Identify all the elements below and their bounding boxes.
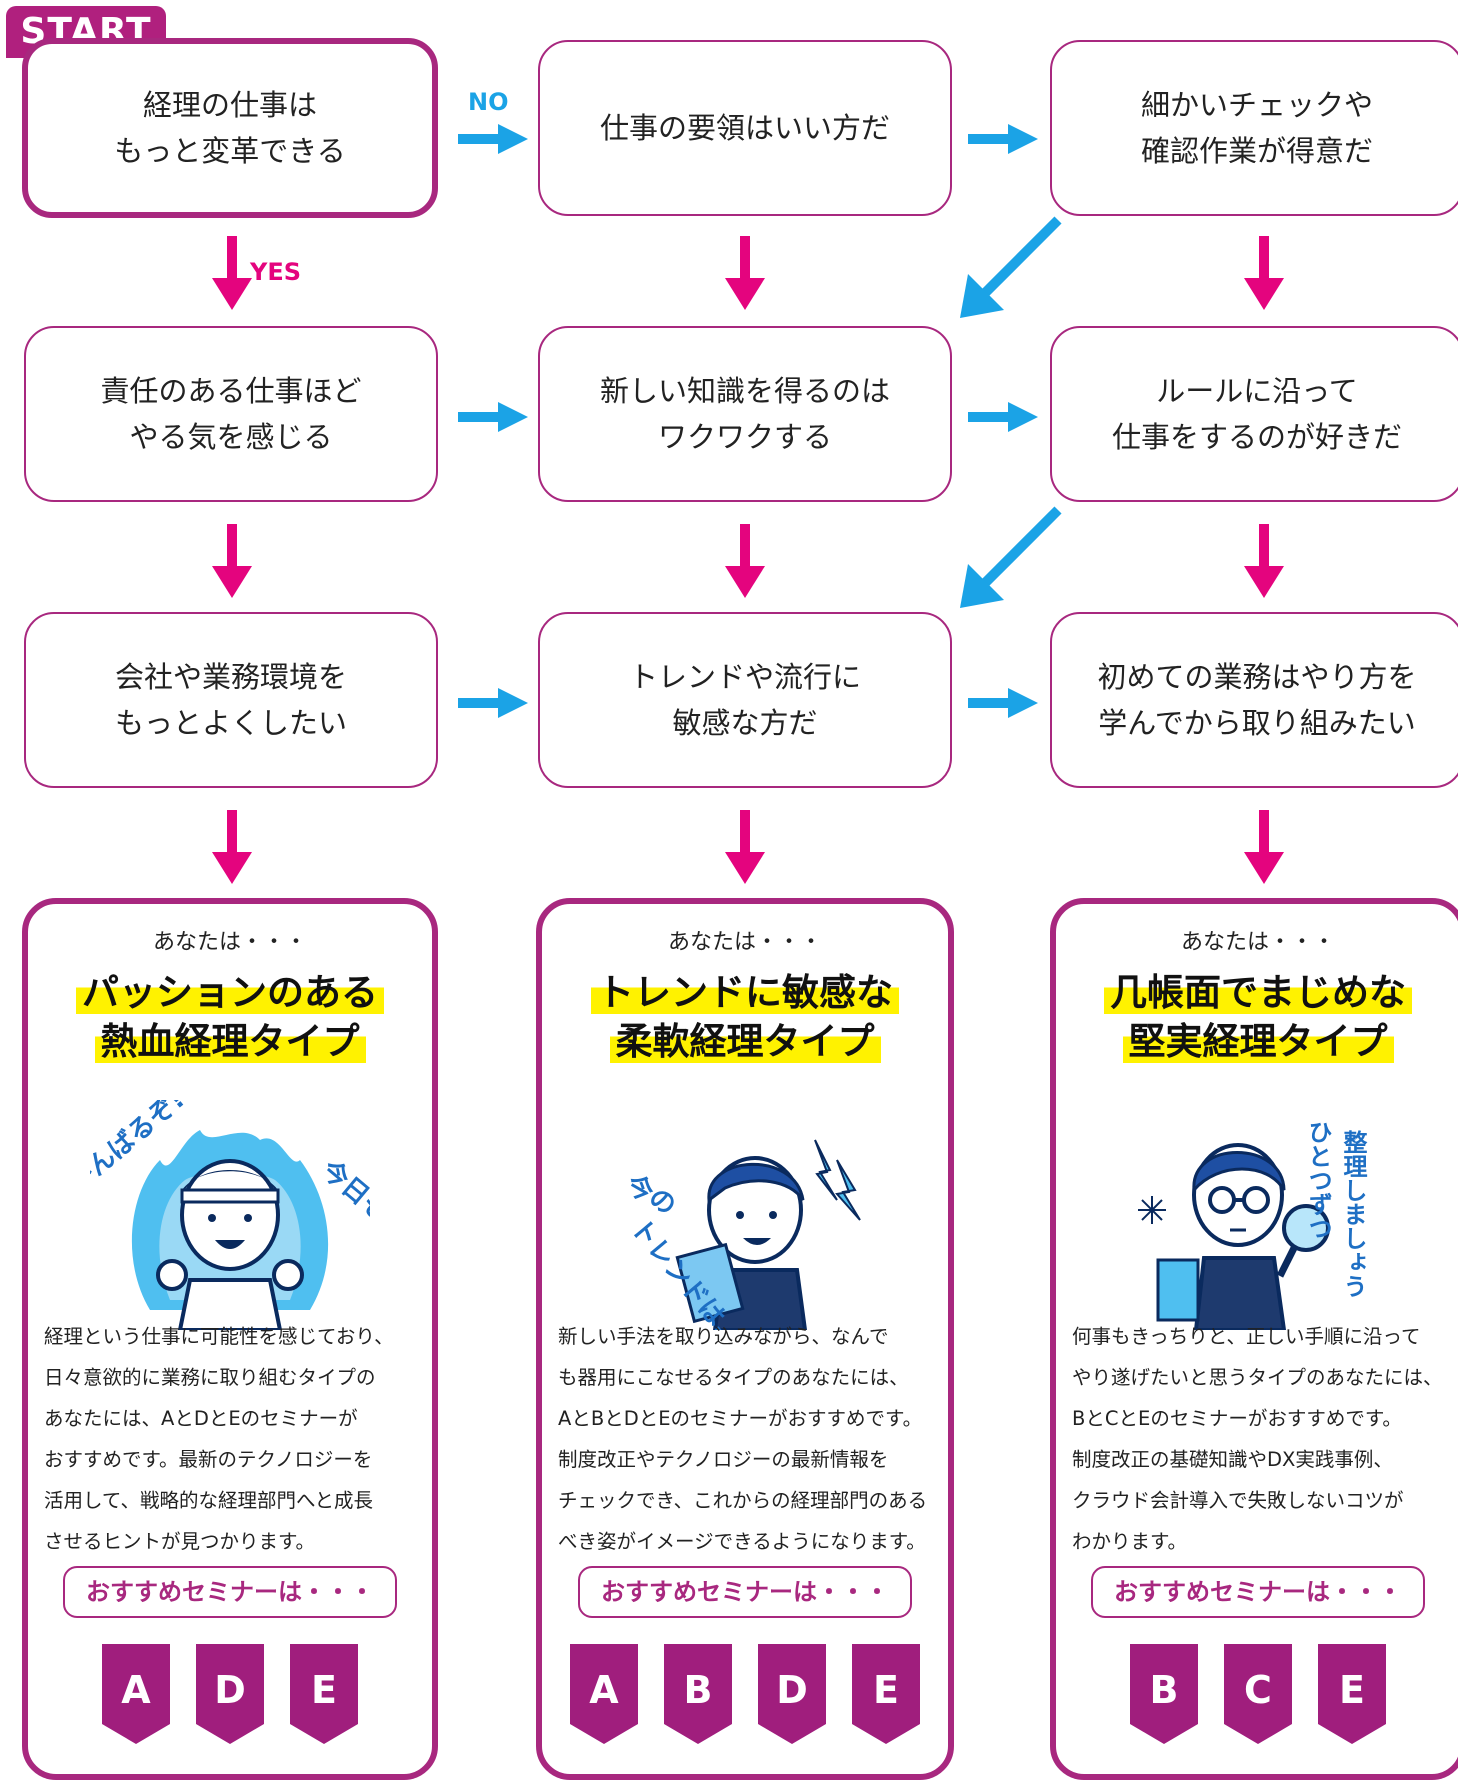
right-arrow [458,688,528,718]
down-arrow [1244,524,1284,598]
question-box: 新しい知識を得るのはワクワクする [538,326,952,502]
result-card-trend: あなたは・・・ トレンドに敏感な 柔軟経理タイプ 今の トレンドは… 新しい手法… [536,898,954,1780]
seminar-badge: B [1130,1644,1198,1744]
steady-character-illustration: ひとつずつ 整理しましょう [1138,1120,1367,1330]
down-arrow [212,524,252,598]
result-intro: あなたは・・・ [1180,930,1335,955]
result-description: 経理という仕事に可能性を感じており、 日々意欲的に業務に取り組むタイプの あなた… [44,1325,394,1553]
no-label: NO [468,88,509,116]
result-description: 何事もきっちりと、正しい手順に沿って やり遂げたいと思うタイプのあなたには、 B… [1072,1325,1443,1553]
result-intro: あなたは・・・ [152,930,307,955]
question-text: 仕事の要領はいい方だ [599,110,890,145]
question-box: 責任のある仕事ほどやる気を感じる [24,326,438,502]
right-arrow [458,402,528,432]
question-text: 経理の仕事はもっと変革できる [114,87,346,168]
down-arrow [1244,236,1284,310]
question-box: 細かいチェックや確認作業が得意だ [1050,40,1458,216]
recommended-seminar-label: おすすめセミナーは・・・ [578,1566,912,1618]
svg-text:今の: 今の [621,1169,682,1222]
seminar-badge: A [102,1644,170,1744]
seminar-badge: D [758,1644,826,1744]
question-text: 初めての業務はやり方を学んでから取り組みたい [1097,659,1417,740]
result-title: 几帳面でまじめな 堅実経理タイプ [1056,968,1458,1066]
question-text: 会社や業務環境をもっとよくしたい [114,659,347,740]
diagonal-arrow [960,506,1062,608]
seminar-badges: A D E [28,1644,432,1744]
svg-text:整理しましょう: 整理しましょう [1339,1130,1367,1298]
svg-text:ひとつずつ: ひとつずつ [1304,1120,1332,1240]
question-box: トレンドや流行に敏感な方だ [538,612,952,788]
question-text: トレンドや流行に敏感な方だ [628,659,861,740]
right-arrow [968,124,1038,154]
down-arrow [1244,810,1284,884]
right-arrow [968,688,1038,718]
question-text: 細かいチェックや確認作業が得意だ [1140,87,1373,168]
down-arrow [212,810,252,884]
seminar-badges: B C E [1056,1644,1458,1744]
seminar-badge: B [664,1644,732,1744]
question-text: 責任のある仕事ほどやる気を感じる [100,373,362,454]
result-card-passion: あなたは・・・ パッションのある 熱血経理タイプ がんばるぞ! 今日も 経理とい… [22,898,438,1780]
seminar-badge: D [196,1644,264,1744]
seminar-badge: A [570,1644,638,1744]
down-arrow [725,524,765,598]
question-box: 経理の仕事はもっと変革できる [22,38,438,218]
recommended-seminar-label: おすすめセミナーは・・・ [63,1566,397,1618]
yes-label: YES [250,258,302,286]
passionate-character-illustration: がんばるぞ! 今日も [90,1100,370,1330]
result-intro: あなたは・・・ [667,930,822,955]
recommended-seminar-label: おすすめセミナーは・・・ [1091,1566,1425,1618]
question-box: ルールに沿って仕事をするのが好きだ [1050,326,1458,502]
right-arrow [458,124,528,154]
question-text: 新しい知識を得るのはワクワクする [599,373,890,454]
down-arrow [212,236,252,310]
down-arrow [725,236,765,310]
seminar-badge: E [290,1644,358,1744]
question-text: ルールに沿って仕事をするのが好きだ [1111,373,1402,454]
seminar-badge: C [1224,1644,1292,1744]
question-box: 初めての業務はやり方を学んでから取り組みたい [1050,612,1458,788]
diagonal-arrow [960,216,1062,318]
trend-character-illustration: 今の トレンドは… [621,1139,861,1330]
seminar-badge: E [852,1644,920,1744]
result-title: パッションのある 熱血経理タイプ [28,968,432,1066]
down-arrow [725,810,765,884]
result-title: トレンドに敏感な 柔軟経理タイプ [542,968,948,1066]
seminar-badge: E [1318,1644,1386,1744]
question-box: 仕事の要領はいい方だ [538,40,952,216]
result-card-steady: あなたは・・・ 几帳面でまじめな 堅実経理タイプ ひとつずつ 整理しましょう 何… [1050,898,1458,1780]
question-box: 会社や業務環境をもっとよくしたい [24,612,438,788]
seminar-badges: A B D E [542,1644,948,1744]
result-description: 新しい手法を取り込みながら、なんで も器用にこなせるタイプのあなたには、 AとB… [558,1325,928,1553]
right-arrow [968,402,1038,432]
